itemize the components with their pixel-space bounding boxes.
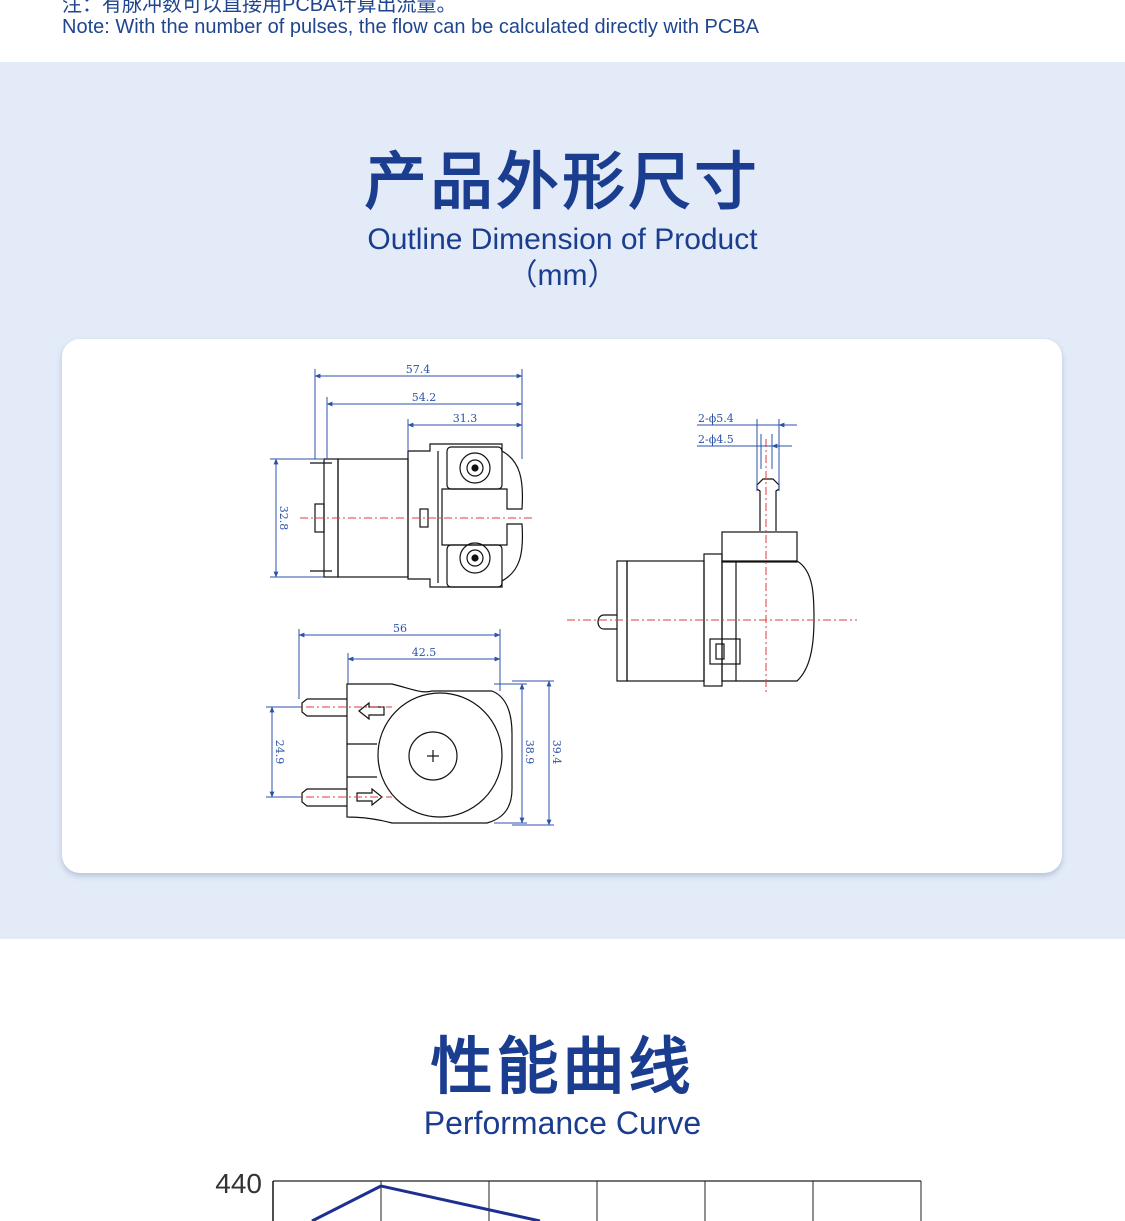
note-zh: 注：有脉冲数可以直接用PCBA计算出流量。 (62, 0, 457, 16)
dim-side-width-total: 57.4 (406, 363, 431, 376)
dim-end-hole-outer: 2-ϕ5.4 (698, 412, 734, 425)
dim-front-height-body: 38.9 (523, 740, 536, 765)
side-view (310, 443, 524, 588)
performance-series-line (311, 1184, 541, 1221)
note-en: Note: With the number of pulses, the flo… (62, 16, 760, 38)
dim-side-height: 32.8 (277, 506, 290, 531)
dim-end-hole-inner: 2-ϕ4.5 (698, 433, 734, 446)
front-view (301, 683, 513, 824)
drawing-card: 57.4 54.2 31.3 32.8 (62, 339, 1062, 873)
dim-front-width-total: 56 (393, 622, 407, 635)
chart-grid (272, 1180, 922, 1221)
performance-title-en: Performance Curve (423, 1105, 702, 1141)
dim-front-width-head: 42.5 (412, 646, 437, 659)
dim-side-width-body: 54.2 (412, 391, 437, 404)
y-tick-label: 440 (215, 1168, 262, 1199)
dim-front-port-pitch: 24.9 (273, 740, 286, 765)
dimension-drawing: 57.4 54.2 31.3 32.8 (266, 363, 857, 826)
dim-side-width-head: 31.3 (453, 412, 478, 425)
dim-front-height-total: 39.4 (550, 740, 563, 765)
outline-title-zh: 产品外形尺寸 (364, 148, 761, 217)
end-view (597, 478, 815, 687)
outline-unit: （mm） (507, 259, 618, 292)
outline-title-en: Outline Dimension of Product (367, 223, 758, 256)
performance-chart: 440 (215, 1168, 922, 1221)
note-block: 注：有脉冲数可以直接用PCBA计算出流量。 Note: With the num… (62, 0, 1062, 38)
performance-title-zh: 性能曲线 (430, 1033, 695, 1102)
